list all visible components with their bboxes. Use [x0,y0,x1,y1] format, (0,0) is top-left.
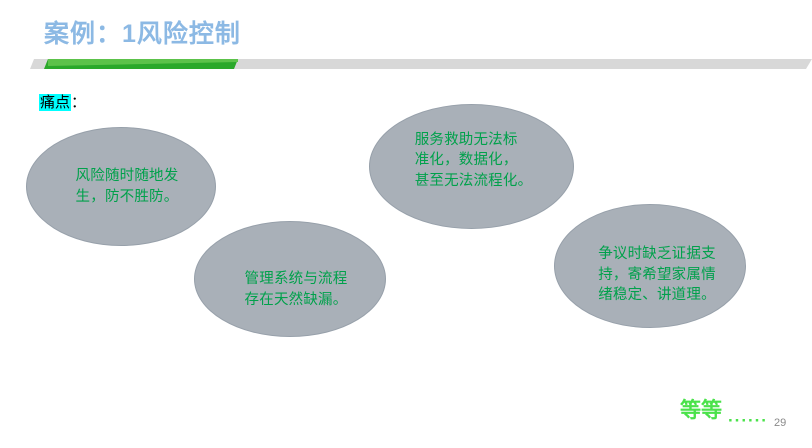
pain-point-label: 痛点： [39,92,86,113]
pain-point-ellipse-2-text: 管理系统与流程 存在天然缺漏。 [244,271,348,308]
title-divider [30,59,812,69]
pain-point-ellipse-1[interactable]: 风险随时随地发 生，防不胜防。 [26,127,216,246]
page-number: 29 [774,417,787,429]
pain-point-ellipse-1-text: 风险随时随地发 生，防不胜防。 [75,167,179,205]
pain-point-ellipse-4-text: 争议时缺乏证据支 持，寄希望家属情 绪稳定、讲道理。 [598,246,716,304]
footer-ellipsis-dots: ······ [728,411,768,430]
pain-point-ellipse-3[interactable]: 服务救助无法标 准化，数据化， 甚至无法流程化。 [369,104,574,229]
divider-accent-highlight [48,59,238,66]
pain-point-highlight: 痛点 [39,94,72,111]
pain-point-ellipse-3-text: 服务救助无法标 准化，数据化， 甚至无法流程化。 [414,131,533,189]
pain-point-ellipse-2[interactable]: 管理系统与流程 存在天然缺漏。 [194,221,386,337]
footer-etc-text: 等等 [680,399,722,422]
pain-point-ellipse-4[interactable]: 争议时缺乏证据支 持，寄希望家属情 绪稳定、讲道理。 [554,204,746,328]
page-title: 案例：1风险控制 [44,20,241,48]
pain-point-colon: ： [71,94,87,111]
